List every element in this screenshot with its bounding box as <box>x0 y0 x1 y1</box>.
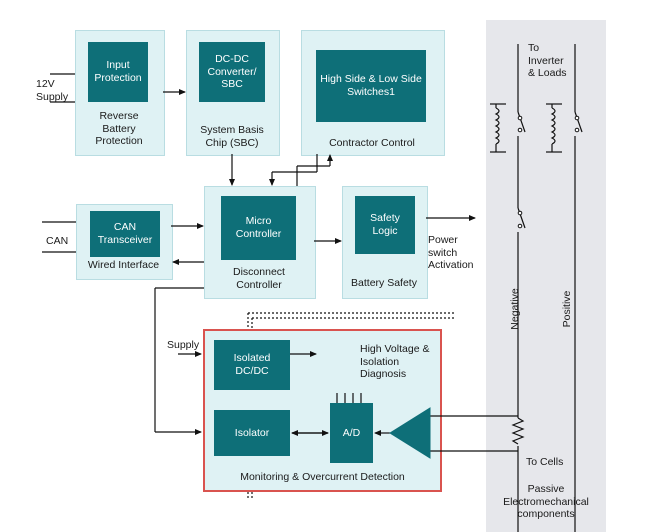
disconnect-controller-label: Disconnect Controller <box>233 266 285 291</box>
system-basis-chip-label: System Basis Chip (SBC) <box>200 124 264 149</box>
can-label: CAN <box>46 235 69 247</box>
passive-components-panel <box>486 20 606 532</box>
isolator-label: Isolator <box>214 410 290 456</box>
wired-interface-label: Wired Interface <box>87 259 160 271</box>
passive-components-label: Passive Electromechanical components <box>503 483 589 521</box>
reverse-battery-label: Reverse Battery Protection <box>95 110 143 148</box>
contractor-control-label: Contractor Control <box>329 137 415 149</box>
monitoring-label: Monitoring & Overcurrent Detection <box>240 471 405 483</box>
power-switch-label: Power switch Activation <box>428 234 474 272</box>
hv-isolation-label: High Voltage & Isolation Diagnosis <box>360 343 430 381</box>
micro-controller-label: Micro Controller <box>221 196 296 260</box>
supply-12v-label: 12V Supply <box>36 78 69 103</box>
ad-converter-label: A/D <box>330 403 373 463</box>
supply-label: Supply <box>167 339 200 351</box>
to-inverter-label: To Inverter & Loads <box>528 42 567 80</box>
dcdc-sbc-label: DC-DC Converter/ SBC <box>199 42 265 102</box>
hs-ls-switches-label: High Side & Low Side Switches1 <box>316 50 426 122</box>
can-transceiver-label: CAN Transceiver <box>90 211 160 257</box>
battery-safety-label: Battery Safety <box>351 277 417 289</box>
safety-logic-label: Safety Logic <box>355 196 415 254</box>
input-protection-label: Input Protection <box>88 42 148 102</box>
to-cells-label: To Cells <box>526 456 564 468</box>
isolated-dcdc-label: Isolated DC/DC <box>214 340 290 390</box>
